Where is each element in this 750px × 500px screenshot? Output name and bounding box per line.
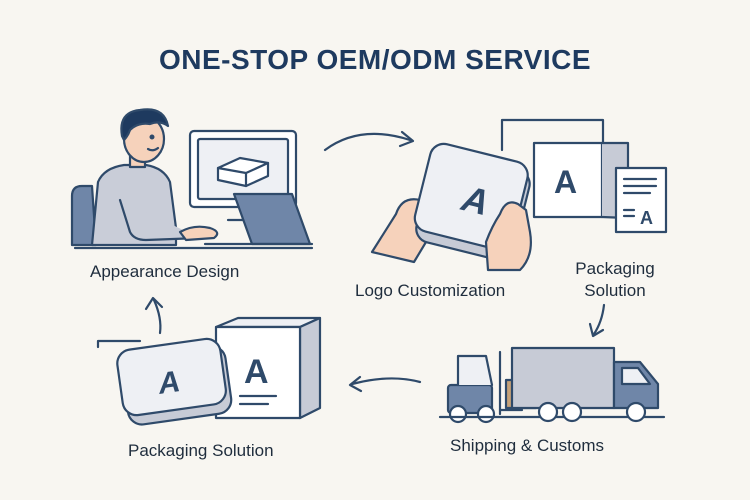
arrow-packaging-to-shipping — [592, 303, 606, 336]
package-box-front — [532, 141, 604, 219]
label-appearance-design: Appearance Design — [90, 262, 240, 281]
arrow-shipping-to-packaging — [350, 377, 422, 386]
box-letter: A — [244, 353, 269, 391]
label-packaging-solution-left: Packaging Solution — [128, 441, 274, 460]
package-letter: A — [554, 164, 577, 200]
logo-tile-left — [116, 337, 227, 417]
logo-customization-illustration: A — [370, 142, 532, 272]
label-shipping-customs: Shipping & Customs — [450, 436, 605, 455]
tile-letter: A — [155, 365, 182, 401]
arrow-design-to-logo — [323, 132, 412, 152]
page-title: ONE-STOP OEM/ODM SERVICE — [158, 44, 592, 75]
truck-trailer — [510, 346, 616, 410]
shipping-illustration — [438, 346, 666, 424]
person-hand — [178, 225, 219, 242]
arrow-packaging-to-design — [152, 298, 162, 335]
chair-icon — [70, 184, 98, 247]
packaging-right-illustration: A A — [500, 118, 668, 234]
right-hand — [484, 201, 532, 272]
forklift-wheel-1 — [448, 404, 468, 424]
truck-wheel-3 — [625, 401, 647, 423]
person-arm — [118, 198, 202, 242]
box-side — [298, 316, 322, 420]
person-smile — [146, 146, 160, 152]
packaging-bracket — [500, 118, 605, 152]
designer-illustration — [70, 108, 314, 250]
laptop-icon — [232, 192, 312, 246]
label-packaging-solution-right: Packaging Solution — [575, 259, 655, 300]
forklift-wheel-2 — [476, 404, 496, 424]
forklift-cab — [456, 354, 494, 387]
packaging-left-illustration: A A — [96, 316, 322, 426]
arrow-packaging-to-shipping-head — [588, 322, 605, 338]
truck-window — [620, 366, 652, 386]
arrow-design-to-logo-head — [398, 130, 415, 148]
screen-3d-box-edges — [216, 161, 270, 188]
person-eye — [149, 134, 155, 140]
arrow-packaging-to-design-head — [144, 296, 164, 311]
person-hair — [120, 108, 170, 142]
label-logo-customization: Logo Customization — [355, 281, 506, 300]
packaging-left-bracket — [96, 339, 142, 349]
doc-letter: A — [640, 208, 653, 228]
arrow-shipping-to-packaging-head — [348, 375, 363, 393]
truck-wheel-1 — [537, 401, 559, 423]
truck-wheel-2 — [561, 401, 583, 423]
